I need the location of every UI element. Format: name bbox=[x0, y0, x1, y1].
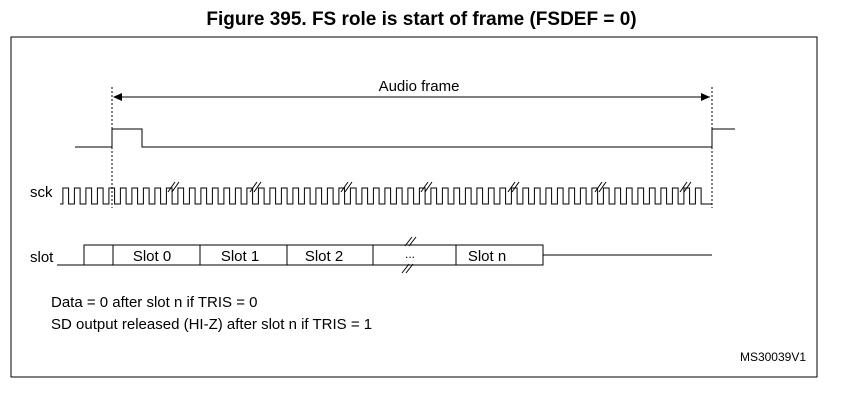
slot-label-n: Slot n bbox=[468, 248, 506, 265]
sck-break-mark bbox=[253, 181, 262, 193]
slot-ellipsis: ... bbox=[405, 247, 415, 261]
sck-break-mark bbox=[420, 181, 429, 193]
sck-break-mark bbox=[598, 181, 607, 193]
sck-break-mark bbox=[594, 181, 603, 193]
note-tris0: Data = 0 after slot n if TRIS = 0 bbox=[51, 294, 258, 311]
slot-idle-box bbox=[83, 244, 114, 266]
sck-break-mark bbox=[171, 181, 180, 193]
figure-frame bbox=[10, 36, 818, 378]
sck-break-mark bbox=[511, 181, 520, 193]
audio-frame-label: Audio frame bbox=[379, 78, 460, 95]
sck-break-mark bbox=[507, 181, 516, 193]
figure-title: Figure 395. FS role is start of frame (F… bbox=[206, 9, 637, 30]
sck-break-mark bbox=[679, 181, 688, 193]
sck-break-mark bbox=[683, 181, 692, 193]
sck-break-mark bbox=[249, 181, 258, 193]
slot-signal-label: slot bbox=[30, 249, 54, 266]
slot-label-1: Slot 1 bbox=[221, 248, 259, 265]
note-tris1: SD output released (HI-Z) after slot n i… bbox=[51, 316, 372, 333]
slot-break-marks bbox=[401, 236, 417, 274]
fs-waveform bbox=[75, 128, 735, 148]
sck-waveform bbox=[60, 187, 712, 205]
sck-break-mark bbox=[340, 181, 349, 193]
sck-break-marks bbox=[167, 181, 692, 193]
sck-break-mark bbox=[167, 181, 176, 193]
slot-label-2: Slot 2 bbox=[305, 248, 343, 265]
sck-signal-label: sck bbox=[30, 184, 53, 201]
figure-code: MS30039V1 bbox=[740, 350, 806, 364]
slot-label-0: Slot 0 bbox=[133, 248, 171, 265]
sck-break-mark bbox=[344, 181, 353, 193]
sck-break-mark bbox=[424, 181, 433, 193]
